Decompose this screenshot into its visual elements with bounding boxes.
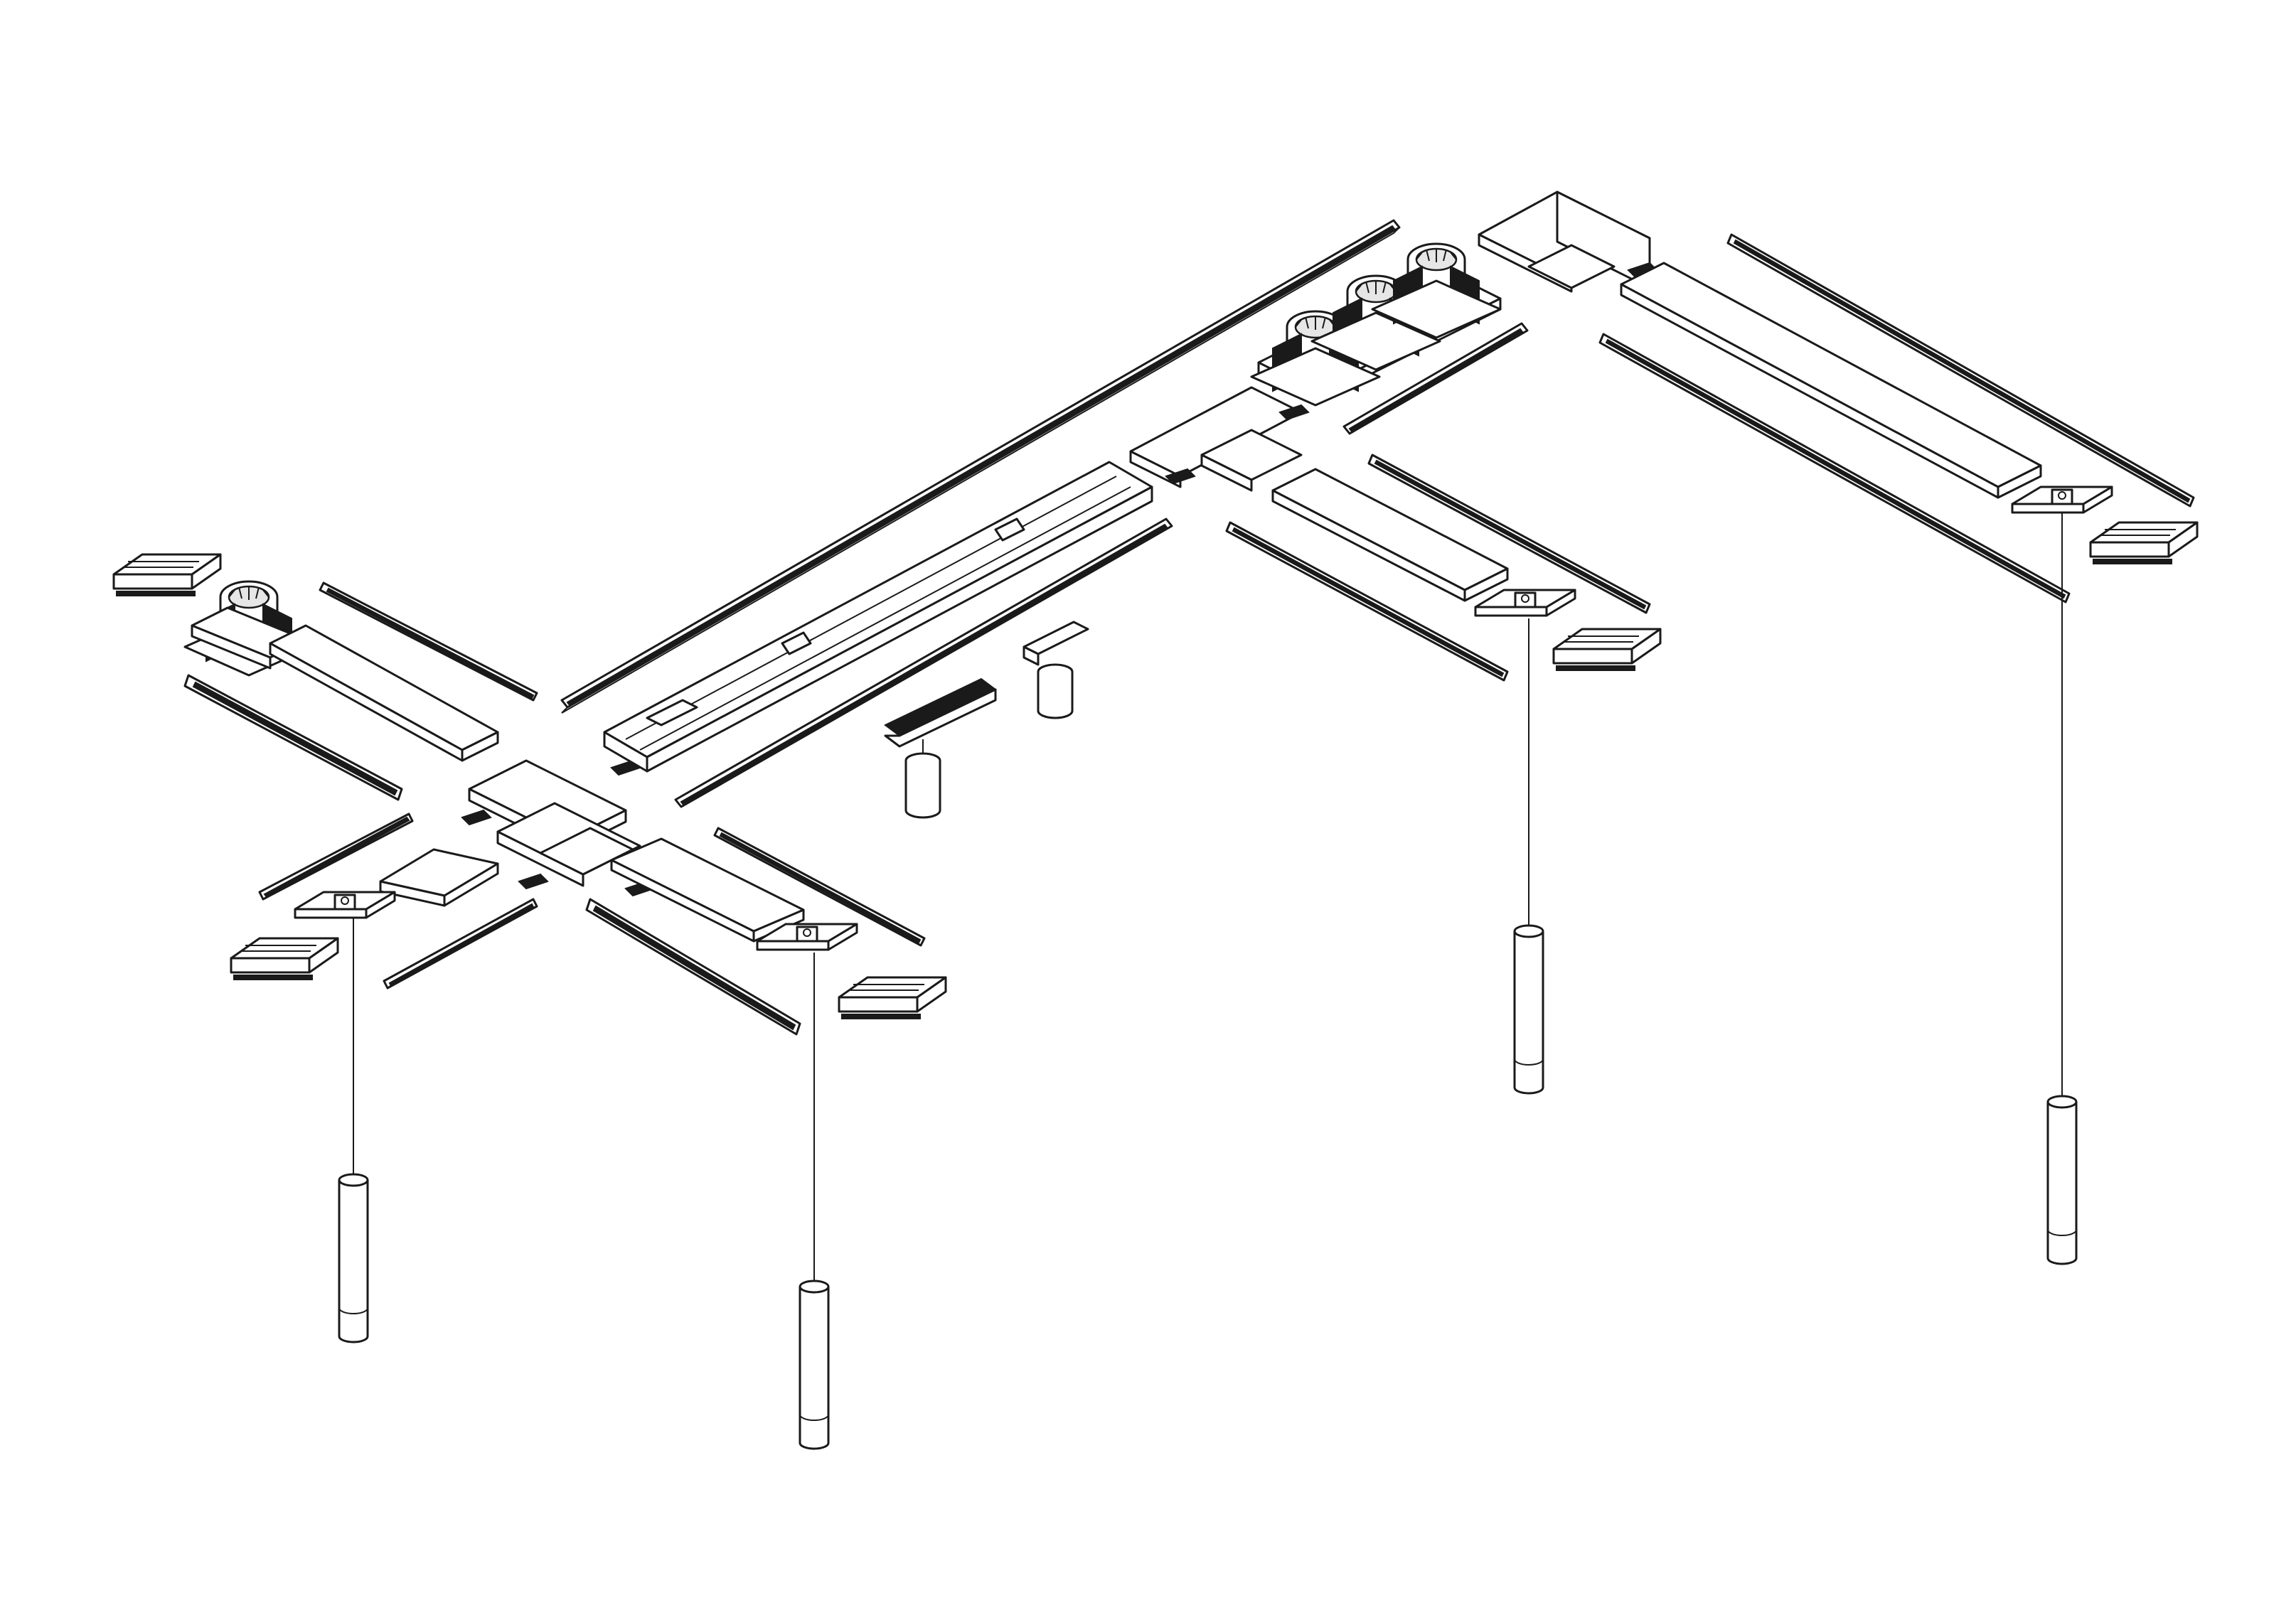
rail-segment (674, 517, 1173, 808)
central-long-track (560, 219, 1401, 819)
end-driver-box (2089, 521, 2199, 565)
cover-plate (1620, 262, 2042, 499)
track-spot-adapter (1022, 621, 1089, 719)
pendant-light (1513, 618, 1544, 1095)
pendant-light (338, 917, 369, 1343)
cover-plate (379, 848, 499, 907)
pendant-clip-plate (1474, 589, 1576, 617)
cover-plate (269, 624, 499, 762)
far-right-branch (1598, 233, 2199, 1265)
rail-segment (258, 812, 414, 901)
pendant-light (2046, 512, 2078, 1265)
pendant-clip-plate (294, 891, 396, 919)
cover-plate (610, 837, 805, 943)
rail-segment (1225, 521, 1509, 682)
rail-segment (183, 674, 403, 801)
cross-connector (461, 759, 656, 897)
end-driver-box (838, 976, 947, 1020)
end-driver-box (112, 553, 222, 597)
rail-segment (1342, 322, 1529, 435)
left-cross-assembly (112, 553, 947, 1450)
end-driver-box (1552, 628, 1662, 672)
rail-segment (713, 827, 926, 947)
end-driver-box (230, 937, 339, 981)
cover-plate (1271, 468, 1509, 602)
pendant-clip-plate (2011, 486, 2113, 514)
t-connector (1129, 386, 1310, 492)
rail-segment (1367, 454, 1651, 614)
centre-junction-assembly (1129, 191, 1658, 492)
track-housing (603, 461, 1153, 773)
pendant-light (799, 953, 830, 1450)
corner-connector (1478, 191, 1658, 293)
rail-segment (1598, 333, 2071, 604)
rail-segment (560, 219, 1401, 714)
track-spot-adapter (884, 677, 997, 819)
rail-segment (1726, 233, 2195, 508)
rail-segment (585, 898, 801, 1036)
rail-segment (383, 898, 538, 989)
middle-right-branch (1225, 454, 1662, 1095)
rail-segment (319, 581, 538, 702)
